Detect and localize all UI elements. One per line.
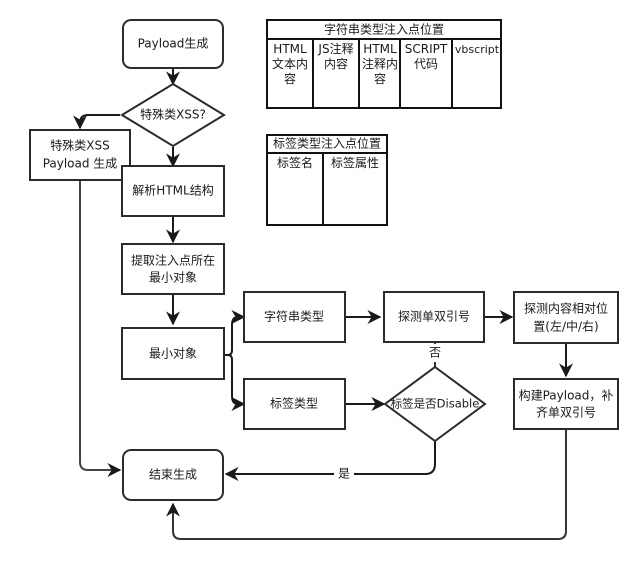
- node-detect-quotes[interactable]: 探测单双引号: [383, 291, 485, 343]
- node-special-check-label: 特殊类XSS?: [140, 107, 206, 122]
- edges: [73, 68, 573, 540]
- edge-label-yes: 是: [338, 467, 350, 481]
- node-tag-disable-label: 标签是否Disable: [391, 397, 480, 411]
- node-start[interactable]: Payload生成: [122, 19, 224, 69]
- string-table-title: 字符串类型注入点位置: [324, 22, 444, 37]
- node-extract-min[interactable]: 提取注入点所在 最小对象: [121, 243, 225, 295]
- node-min-object-label: 最小对象: [149, 347, 197, 361]
- node-extract-min-label-line1: 提取注入点所在: [131, 253, 215, 268]
- node-build-payload[interactable]: 构建Payload，补 齐单双引号: [513, 378, 619, 430]
- edge-label-no: 否: [429, 346, 441, 360]
- tag-injection-table: 标签类型注入点位置 标签名 标签属性: [266, 134, 388, 226]
- node-min-object[interactable]: 最小对象: [121, 327, 225, 380]
- string-table-col-html-comment-line2: 注释内: [362, 56, 398, 71]
- string-table-col-html-comment-line3: 容: [374, 71, 386, 86]
- edge-tag-disable-to-end: [224, 441, 436, 481]
- node-special-gen-label-line1: 特殊类XSS: [50, 138, 109, 153]
- node-special-gen[interactable]: 特殊类XSS Payload 生成: [29, 129, 131, 181]
- node-detect-position-label-line2: 置(左/中/右): [533, 319, 598, 334]
- string-table-col-js-comment-line1: JS注释: [317, 41, 353, 56]
- string-table-col-js-comment-line2: 内容: [324, 56, 348, 71]
- node-detect-quotes-label: 探测单双引号: [398, 310, 470, 324]
- edge-min-object-to-string-type: [224, 310, 246, 356]
- edge-min-object-to-tag-type: [227, 354, 246, 411]
- tag-table-col-tag-name: 标签名: [277, 155, 313, 170]
- string-table-col-html-text-line3: 容: [284, 71, 296, 86]
- tag-table-title: 标签类型注入点位置: [273, 136, 381, 151]
- node-detect-position[interactable]: 探测内容相对位 置(左/中/右): [513, 291, 619, 344]
- edge-special-gen-to-end: [79, 181, 122, 477]
- node-extract-min-label-line2: 最小对象: [149, 271, 197, 285]
- node-end-label: 结束生成: [149, 468, 197, 482]
- node-end[interactable]: 结束生成: [122, 449, 224, 501]
- node-parse-html-label: 解析HTML结构: [132, 183, 213, 198]
- edge-special-check-to-special-gen: [73, 114, 120, 130]
- string-injection-table: 字符串类型注入点位置 HTML 文本内 容 JS注释 内容 HTML 注释内 容…: [266, 19, 502, 109]
- node-tag-type[interactable]: 标签类型: [243, 378, 346, 430]
- string-table-col-script-line1: SCRIPT: [405, 42, 448, 56]
- node-special-check[interactable]: 特殊类XSS?: [120, 82, 226, 148]
- node-build-payload-label-line2: 齐单双引号: [536, 405, 596, 420]
- edge-build-payload-to-end: [166, 429, 567, 540]
- string-table-col-script-line2: 代码: [414, 57, 438, 71]
- string-table-col-vbscript: vbscript: [455, 43, 500, 56]
- node-start-label: Payload生成: [138, 37, 209, 51]
- node-detect-position-label-line1: 探测内容相对位: [524, 301, 608, 316]
- node-tag-disable[interactable]: 标签是否Disable: [383, 365, 487, 443]
- string-table-col-html-comment-line1: HTML: [363, 42, 397, 56]
- node-string-type-label: 字符串类型: [264, 309, 324, 324]
- node-string-type[interactable]: 字符串类型: [243, 291, 346, 343]
- node-parse-html[interactable]: 解析HTML结构: [121, 165, 225, 217]
- string-table-col-html-text-line2: 文本内: [272, 56, 308, 71]
- node-tag-type-label: 标签类型: [270, 396, 318, 411]
- node-special-gen-label-line2: Payload 生成: [43, 157, 118, 171]
- string-table-col-html-text-line1: HTML: [273, 42, 307, 56]
- tag-table-col-tag-attribute: 标签属性: [331, 155, 379, 170]
- node-build-payload-label-line1: 构建Payload，补: [519, 388, 614, 403]
